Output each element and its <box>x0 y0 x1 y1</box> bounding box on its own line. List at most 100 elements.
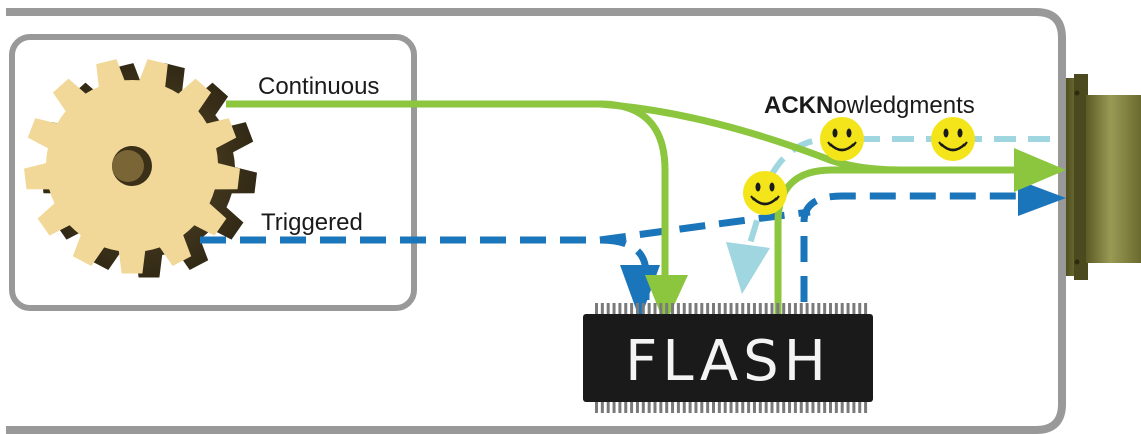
chip-pin <box>647 401 651 413</box>
chip-pin <box>811 303 815 315</box>
chip-pin <box>864 401 868 413</box>
chip-pin <box>817 401 821 413</box>
triggered-line-readback <box>800 192 1018 342</box>
chip-pin <box>799 401 803 413</box>
chip-pin <box>758 303 762 315</box>
chip-pin <box>717 401 721 413</box>
chip-pin <box>735 303 739 315</box>
acknowledgments-label: ACKNowledgments <box>764 92 975 119</box>
chip-pin <box>694 401 698 413</box>
chip-pin <box>600 401 604 413</box>
chip-pin <box>712 401 715 413</box>
chip-pin <box>834 303 838 315</box>
chip-pin <box>776 303 780 315</box>
chip-pin <box>747 303 751 315</box>
flash-label: FLASH <box>625 329 831 394</box>
chip-pin <box>752 303 756 315</box>
chip-pin <box>829 401 832 413</box>
chip-pin <box>676 303 680 315</box>
chip-pin <box>805 401 809 413</box>
chip-pin <box>776 401 780 413</box>
chip-pin <box>700 303 704 315</box>
chip-pin <box>600 303 604 315</box>
ack-arrowhead <box>726 242 770 294</box>
chip-pin <box>624 303 628 315</box>
chip-pin <box>788 401 792 413</box>
chip-pin <box>630 401 634 413</box>
chip-pin <box>852 303 856 315</box>
chip-pin <box>840 401 844 413</box>
chip-pin <box>595 401 598 413</box>
chip-pin <box>764 401 768 413</box>
chip-pin <box>793 401 797 413</box>
chip-pin <box>641 401 645 413</box>
continuous-line-readback <box>774 166 1020 332</box>
chip-pin <box>618 303 622 315</box>
chip-pin <box>700 401 704 413</box>
chip-pin <box>635 303 639 315</box>
chip-pin <box>788 303 792 315</box>
chip-pin <box>723 401 727 413</box>
chip-pin <box>782 303 786 315</box>
chip-pin <box>624 401 628 413</box>
chip-pin <box>858 303 862 315</box>
chip-pin <box>758 401 762 413</box>
chip-pin <box>823 401 827 413</box>
chip-pin <box>846 401 850 413</box>
triggered-arrowhead-right <box>1018 180 1066 216</box>
flash-chip-icon: FLASH <box>583 303 873 413</box>
chip-pin <box>864 303 868 315</box>
chip-pin <box>706 401 710 413</box>
chip-pin <box>612 401 616 413</box>
chip-pin <box>635 401 639 413</box>
chip-pin <box>694 303 698 315</box>
chip-pin <box>846 303 850 315</box>
smiley-icon <box>820 117 864 161</box>
chip-pin <box>659 303 663 315</box>
chip-pin <box>817 303 821 315</box>
chip-pin <box>659 401 663 413</box>
chip-pin <box>647 303 651 315</box>
ack-rest-part: owledgments <box>833 92 974 119</box>
chip-pin <box>852 401 856 413</box>
chip-pin <box>653 401 657 413</box>
chip-pin <box>729 303 733 315</box>
chip-pin <box>741 401 745 413</box>
chip-pin <box>665 401 669 413</box>
chip-pin <box>618 401 622 413</box>
chip-pin <box>706 303 710 315</box>
chip-pin <box>688 401 692 413</box>
gear-icon <box>24 59 257 278</box>
device-enclosure <box>6 8 1066 434</box>
chip-pin <box>688 303 692 315</box>
chip-pin <box>799 303 803 315</box>
chip-pin <box>630 303 634 315</box>
chip-pin <box>858 401 862 413</box>
chip-pin <box>782 401 786 413</box>
chip-pin <box>764 303 768 315</box>
chip-pin <box>717 303 721 315</box>
chip-pin <box>834 401 838 413</box>
continuous-label: Continuous <box>258 73 379 100</box>
chip-pin <box>723 303 727 315</box>
chip-pin <box>676 401 680 413</box>
chip-pin <box>653 303 657 315</box>
chip-pin <box>606 401 610 413</box>
chip-pin <box>747 401 751 413</box>
chip-pin <box>671 401 675 413</box>
chip-pin <box>641 303 645 315</box>
chip-pin <box>829 303 832 315</box>
chip-pin <box>805 303 809 315</box>
connector-icon <box>1066 74 1141 280</box>
chip-pin <box>682 401 686 413</box>
chip-pin <box>612 303 616 315</box>
smiley-icon <box>743 171 787 215</box>
chip-pin <box>793 303 797 315</box>
chip-pin <box>606 303 610 315</box>
chip-pin <box>752 401 756 413</box>
chip-pin <box>770 303 774 315</box>
continuous-arrowhead-right <box>1014 148 1066 192</box>
chip-pin <box>735 401 739 413</box>
triggered-label: Triggered <box>261 209 363 236</box>
